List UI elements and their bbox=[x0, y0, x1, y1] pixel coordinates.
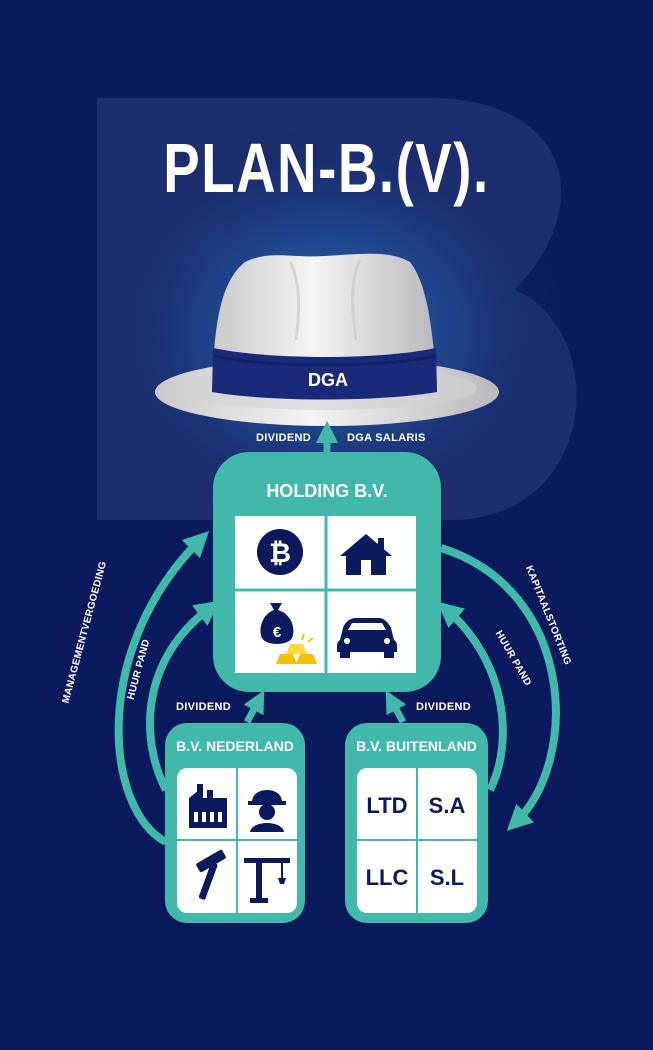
hat-crown bbox=[213, 253, 436, 372]
arrow-buitenland-dividend bbox=[385, 690, 407, 724]
svg-text:₿: ₿ bbox=[269, 538, 291, 568]
bv-buitenland-title: B.V. BUITENLAND bbox=[356, 738, 477, 754]
label-dividend-left: DIVIDEND bbox=[176, 701, 231, 713]
svg-text:€: € bbox=[273, 624, 282, 641]
label-dga-salaris: DGA SALARIS bbox=[347, 432, 426, 444]
hat-band bbox=[212, 348, 437, 400]
label-dividend-right: DIVIDEND bbox=[416, 701, 471, 713]
cell-ltd: LTD bbox=[366, 793, 408, 818]
bv-buitenland-box bbox=[345, 723, 488, 923]
money-bag-euro-icon: € bbox=[260, 603, 294, 644]
hammer-icon bbox=[196, 849, 226, 900]
factory-icon bbox=[189, 784, 227, 828]
arrow-managementvergoeding bbox=[114, 530, 210, 846]
arrow-huur-pand-left bbox=[146, 600, 221, 792]
gold-bars-icon bbox=[276, 633, 317, 664]
cell-sl: S.L bbox=[429, 865, 465, 890]
cell-llc: LLC bbox=[365, 865, 409, 890]
cell-sa: S.A bbox=[428, 793, 466, 818]
car-icon bbox=[337, 618, 397, 658]
arrow-kapitaalstorting bbox=[439, 544, 560, 831]
hat-band-label: DGA bbox=[308, 370, 348, 390]
crane-icon bbox=[244, 858, 290, 903]
arrow-huur-pand-right bbox=[437, 601, 507, 792]
arrow-nederland-dividend bbox=[243, 690, 265, 724]
fedora-hat bbox=[155, 253, 499, 426]
house-icon bbox=[340, 534, 392, 575]
holding-title: HOLDING B.V. bbox=[266, 481, 388, 501]
worker-icon bbox=[248, 790, 286, 832]
label-dividend-top: DIVIDEND bbox=[256, 432, 311, 444]
page-title: PLAN-B.(V). bbox=[163, 129, 490, 207]
bitcoin-icon: ₿ bbox=[257, 529, 303, 575]
bv-nederland-title: B.V. NEDERLAND bbox=[176, 738, 294, 754]
